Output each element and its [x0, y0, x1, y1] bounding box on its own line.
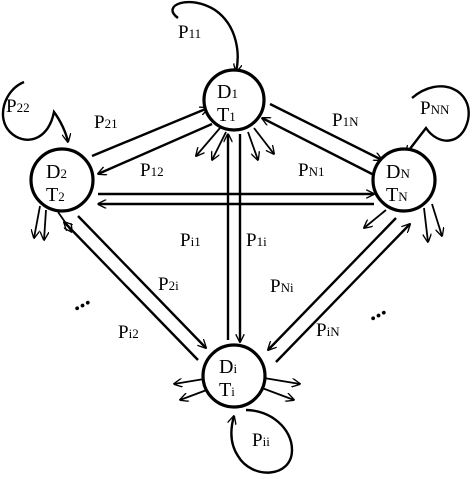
- label-p1i: P1i: [246, 230, 267, 251]
- label-pNN: PNN: [420, 98, 450, 119]
- node-i-circle: [201, 343, 267, 409]
- node-1-top: D1: [217, 81, 238, 103]
- edge-1-to-N: [269, 102, 382, 162]
- edge-i-to-2: [64, 222, 199, 361]
- label-p21: P21: [94, 112, 118, 133]
- label-pN1: PN1: [298, 160, 324, 181]
- node-2: D2 T2: [29, 147, 95, 213]
- self-loop-ii: [231, 408, 294, 474]
- edge-N-to-i: [268, 217, 397, 350]
- edge-1-to-2: [98, 122, 213, 174]
- node-i: Di Ti: [201, 343, 267, 409]
- node-N: DN TN: [371, 147, 437, 213]
- label-pii: Pii: [252, 430, 270, 451]
- node-N-bottom: TN: [386, 184, 408, 206]
- node-2-bottom: T2: [46, 184, 65, 206]
- edge-i-to-N: [275, 224, 410, 363]
- edge-2-to-1: [91, 108, 208, 158]
- label-p1N: P1N: [332, 110, 359, 131]
- node-2-top: D2: [46, 161, 67, 183]
- node-i-bottom: Ti: [219, 379, 235, 401]
- ellipsis-right: ...: [362, 295, 390, 326]
- label-pNi: PNi: [270, 276, 294, 297]
- node-N-top: DN: [386, 161, 410, 183]
- self-loop-22: [1, 80, 68, 142]
- label-pi1: Pi1: [180, 230, 201, 251]
- label-p12: P12: [140, 160, 164, 181]
- label-piN: PiN: [316, 320, 340, 341]
- edge-2-to-i: [77, 215, 206, 348]
- label-p2i: P2i: [158, 274, 179, 295]
- node-1-bottom: T1: [217, 104, 236, 126]
- label-p11: P11: [178, 22, 201, 43]
- edge-N-to-1: [262, 116, 377, 178]
- node-2-circle: [29, 147, 95, 213]
- node-N-circle: [371, 147, 437, 213]
- label-p22: P22: [6, 96, 30, 117]
- self-loop-11: [171, 0, 238, 72]
- node-1: D1 T1: [202, 68, 266, 132]
- self-loop-NN: [406, 85, 470, 154]
- node-1-circle: [202, 68, 266, 132]
- label-pi2: Pi2: [118, 322, 139, 343]
- node-i-top: Di: [219, 356, 237, 378]
- ellipsis-left: ...: [66, 285, 94, 316]
- stub-arrows: [34, 127, 442, 400]
